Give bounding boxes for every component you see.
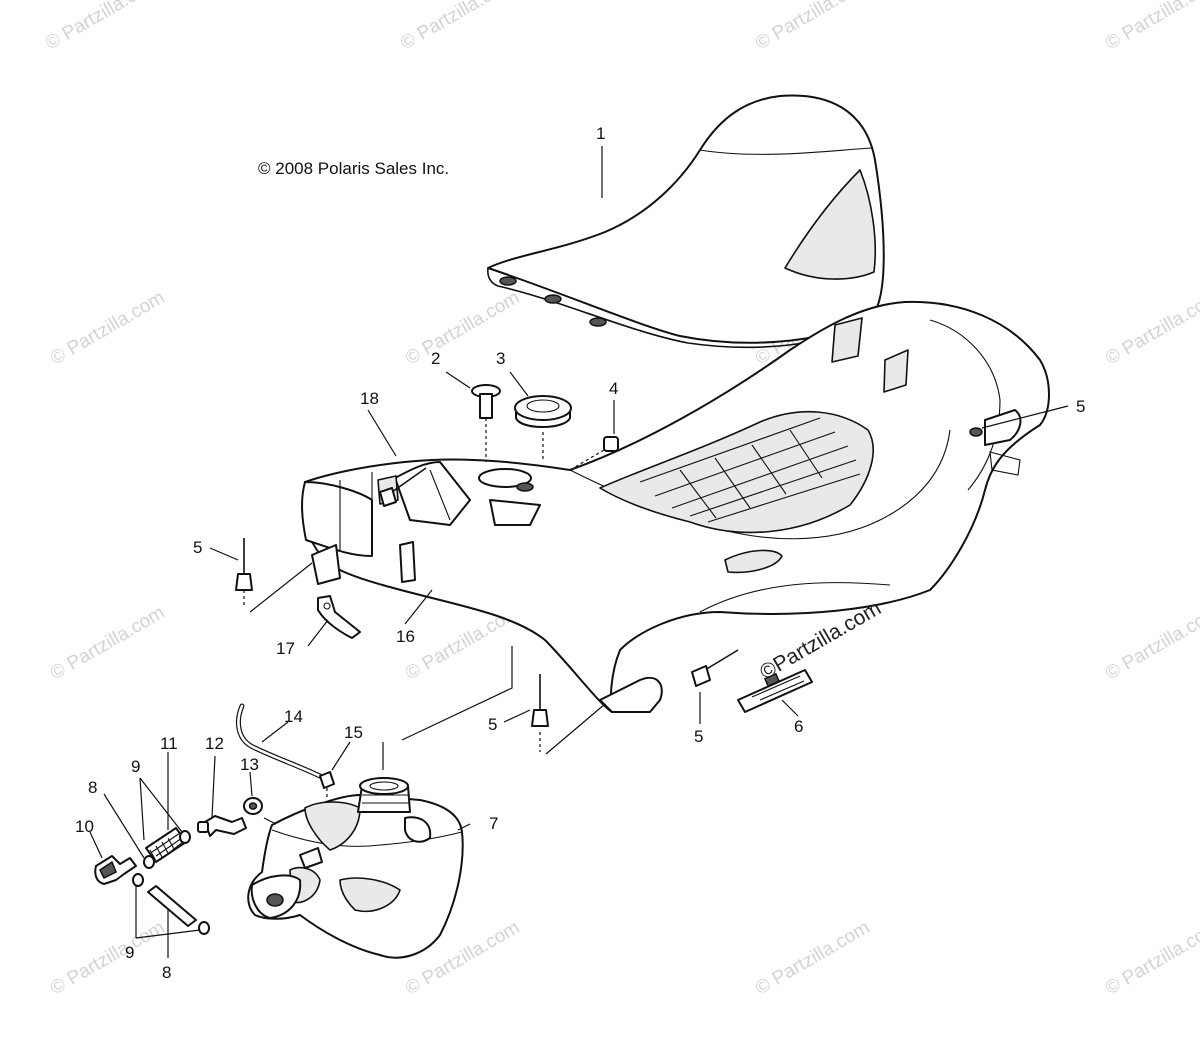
part-rear-fender[interactable] xyxy=(301,300,1050,713)
part-vent-hose[interactable] xyxy=(235,703,331,783)
part-fuel-valve[interactable] xyxy=(94,855,137,885)
part-check-valve[interactable] xyxy=(319,771,335,800)
callout-8: 8 xyxy=(162,963,171,982)
copyright-notice: © 2008 Polaris Sales Inc. xyxy=(258,159,449,178)
callout-5: 5 xyxy=(488,715,497,734)
watermark: © Partzilla.com xyxy=(42,0,163,54)
watermark: © Partzilla.com xyxy=(752,0,873,54)
callout-8: 8 xyxy=(88,778,97,797)
part-filler-cap[interactable] xyxy=(514,395,572,462)
seat-mount xyxy=(499,276,517,286)
part-rivet-right[interactable] xyxy=(691,649,739,687)
callout-10: 10 xyxy=(75,817,94,836)
part-grommet[interactable] xyxy=(243,797,277,825)
part-strap[interactable] xyxy=(737,669,813,713)
part-push-pin[interactable] xyxy=(531,674,549,752)
callout-3: 3 xyxy=(496,349,505,368)
callout-5: 5 xyxy=(694,727,703,746)
callout-9: 9 xyxy=(131,757,140,776)
callout-6: 6 xyxy=(794,717,803,736)
callout-16: 16 xyxy=(396,627,415,646)
part-fuel-line[interactable] xyxy=(147,885,197,927)
watermark: © Partzilla.com xyxy=(1102,602,1200,684)
watermark: © Partzilla.com xyxy=(752,917,873,999)
callout-13: 13 xyxy=(240,755,259,774)
part-nut[interactable] xyxy=(569,436,619,471)
filler-hole xyxy=(516,482,534,492)
callout-5: 5 xyxy=(193,538,202,557)
callout-4: 4 xyxy=(609,379,618,398)
callout-9: 9 xyxy=(125,943,134,962)
part-elbow-fitting[interactable] xyxy=(197,815,247,837)
watermark: © Partzilla.com xyxy=(1102,287,1200,369)
watermark: © Partzilla.com xyxy=(47,917,168,999)
part-fuel-tank[interactable] xyxy=(247,777,464,959)
seat-mount xyxy=(589,317,607,327)
callout-2: 2 xyxy=(431,349,440,368)
callout-18: 18 xyxy=(360,389,379,408)
callout-5: 5 xyxy=(1076,397,1085,416)
callouts: 1 2 3 4 5 18 5 16 17 5 5 6 14 15 12 13 1… xyxy=(75,124,1085,982)
callout-17: 17 xyxy=(276,639,295,658)
watermark: © Partzilla.com xyxy=(1102,0,1200,54)
seat-mount xyxy=(544,294,562,304)
callout-15: 15 xyxy=(344,723,363,742)
callout-7: 7 xyxy=(489,814,498,833)
part-rivet[interactable] xyxy=(379,467,427,507)
part-bolt[interactable] xyxy=(471,384,501,462)
watermark: © Partzilla.com xyxy=(47,287,168,369)
callout-14: 14 xyxy=(284,707,303,726)
part-push-pin[interactable] xyxy=(235,538,253,608)
callout-1: 1 xyxy=(596,124,605,143)
watermark: © Partzilla.com xyxy=(397,0,518,54)
part-bracket[interactable] xyxy=(317,595,361,639)
callout-12: 12 xyxy=(205,734,224,753)
watermark: © Partzilla.com xyxy=(47,602,168,684)
callout-11: 11 xyxy=(160,734,178,753)
watermark: © Partzilla.com xyxy=(1102,917,1200,999)
leader-lines xyxy=(89,146,1069,958)
part-seat[interactable] xyxy=(487,94,885,349)
part-hose-clamp[interactable] xyxy=(132,830,210,935)
